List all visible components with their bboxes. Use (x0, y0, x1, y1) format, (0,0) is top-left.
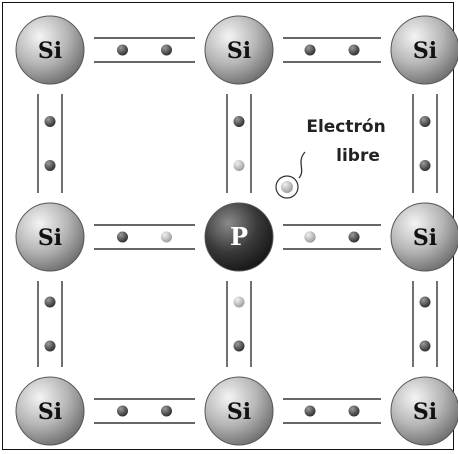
covalent-bonds (37, 37, 438, 424)
bond-electron (117, 231, 128, 243)
atom-label: Si (227, 399, 251, 425)
bond-electron (419, 116, 431, 127)
atom-sphere (204, 202, 274, 272)
bond-electron (161, 231, 172, 243)
bond-electron (117, 44, 128, 56)
phosphorus-atom: P (204, 202, 274, 272)
bond-electron (419, 296, 431, 308)
bond-electrons (44, 44, 431, 417)
bond-electron (161, 44, 172, 56)
silicon-atom: Si (204, 15, 274, 85)
atom-label: Si (227, 38, 251, 64)
free-electron-label-line1: Electrón (306, 117, 385, 137)
bond-electron (348, 405, 360, 417)
free-electron-ring (275, 175, 299, 199)
silicon-atom: Si (390, 376, 458, 446)
atom-label: P (230, 222, 248, 251)
atom-sphere (390, 15, 458, 85)
atom-label: Si (38, 399, 62, 425)
bond-electron (233, 340, 245, 352)
atom-label: Si (38, 38, 62, 64)
atom-label: Si (413, 225, 437, 251)
free-electron-label-line2: libre (336, 146, 380, 166)
atom-label: Si (38, 225, 62, 251)
bond-electron (304, 405, 316, 417)
atom-sphere (390, 376, 458, 446)
atom-label: Si (413, 399, 437, 425)
silicon-atom: Si (15, 376, 85, 446)
free-electron (281, 181, 293, 193)
free-electron-pointer (298, 151, 306, 179)
atom-sphere (15, 15, 85, 85)
atom-label: Si (413, 38, 437, 64)
silicon-atom: Si (204, 376, 274, 446)
bond-electron (304, 44, 316, 56)
silicon-atom: Si (390, 15, 458, 85)
atom-sphere (15, 202, 85, 272)
bond-electron (117, 405, 128, 417)
bond-electron (233, 116, 245, 127)
bond-electron (44, 116, 56, 127)
bond-electron (44, 160, 56, 171)
silicon-atom: Si (15, 15, 85, 85)
atom-sphere (204, 376, 274, 446)
bond-electron (419, 340, 431, 352)
bond-electron (161, 405, 172, 417)
bond-electron (348, 44, 360, 56)
donated-electron (304, 231, 316, 243)
bond-electron (419, 160, 431, 171)
silicon-atom: Si (15, 202, 85, 272)
atom-sphere (15, 376, 85, 446)
bond-electron (233, 296, 245, 308)
bond-electron (44, 340, 56, 352)
atom-sphere (390, 202, 458, 272)
bond-electron (348, 231, 360, 243)
bond-electron (44, 296, 56, 308)
bond-electron (233, 160, 245, 171)
free-electron-group: Electrón libre (275, 117, 386, 199)
silicon-atom: Si (390, 202, 458, 272)
atom-sphere (204, 15, 274, 85)
